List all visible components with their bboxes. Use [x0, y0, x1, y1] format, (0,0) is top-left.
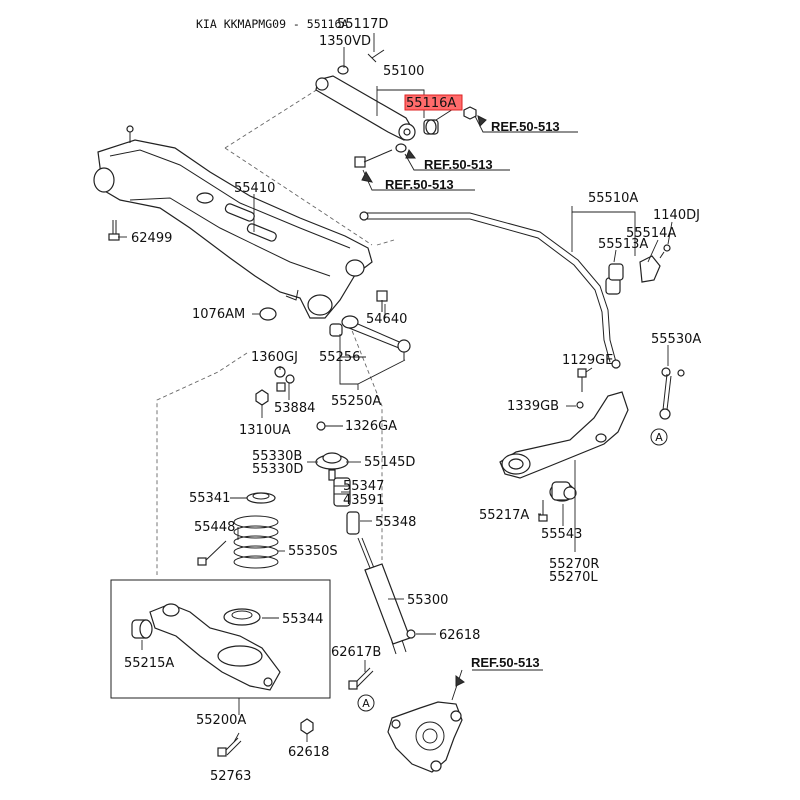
- label-55200a[interactable]: 55200A: [196, 713, 246, 728]
- label-55215a[interactable]: 55215A: [124, 656, 174, 671]
- label-1326ga[interactable]: 1326GA: [345, 419, 397, 434]
- marker-a: A: [655, 431, 663, 444]
- upper-control-arm: [315, 49, 477, 168]
- label-55513a[interactable]: 55513A: [598, 237, 648, 252]
- label-62499[interactable]: 62499: [131, 231, 172, 246]
- label-62618-lower[interactable]: 62618: [288, 745, 329, 760]
- lower-spring-arm: [131, 603, 281, 691]
- label-55270r[interactable]: 55270R: [549, 557, 599, 572]
- label-1310ua[interactable]: 1310UA: [239, 423, 291, 438]
- label-1129ge[interactable]: 1129GE: [562, 353, 613, 368]
- label-55145d[interactable]: 55145D: [364, 455, 415, 470]
- label-54640[interactable]: 54640: [366, 312, 407, 327]
- marker-a-lower: A: [362, 697, 370, 710]
- label-55250a[interactable]: 55250A: [331, 394, 381, 409]
- label-1140dj[interactable]: 1140DJ: [653, 208, 700, 223]
- label-55448[interactable]: 55448: [194, 520, 235, 535]
- label-55256[interactable]: 55256: [319, 350, 360, 365]
- label-55341[interactable]: 55341: [189, 491, 230, 506]
- label-55300[interactable]: 55300: [407, 593, 448, 608]
- label-55117d[interactable]: 55117D: [337, 17, 388, 32]
- assembly-outline-lines: [156, 88, 395, 575]
- label-1076am[interactable]: 1076AM: [192, 307, 245, 322]
- ref-label-2[interactable]: REF.50-513: [424, 157, 493, 172]
- stabilizer-bar: [359, 211, 671, 369]
- diagram-title: KIA KKMAPMG09 - 55116A: [196, 17, 348, 31]
- label-53884[interactable]: 53884: [274, 401, 315, 416]
- label-55350s[interactable]: 55350S: [288, 544, 338, 559]
- label-62618-upper[interactable]: 62618: [439, 628, 480, 643]
- label-1339gb[interactable]: 1339GB: [507, 399, 559, 414]
- label-55100[interactable]: 55100: [383, 64, 424, 79]
- label-55510a[interactable]: 55510A: [588, 191, 638, 206]
- label-55514a[interactable]: 55514A: [626, 226, 676, 241]
- lateral-link: [255, 290, 411, 406]
- bolt-52763: [217, 737, 242, 757]
- coil-spring: [197, 492, 279, 569]
- label-52763[interactable]: 52763: [210, 769, 251, 784]
- marker-a-circle: [650, 428, 668, 446]
- bolt-62617b: [348, 667, 374, 690]
- label-55344[interactable]: 55344: [282, 612, 323, 627]
- ref-label-4[interactable]: REF.50-513: [471, 655, 540, 670]
- label-55270l[interactable]: 55270L: [549, 570, 598, 585]
- part-labels: 55117D 1350VD 55100 55116A REF.50-513 RE…: [124, 17, 701, 784]
- label-55347[interactable]: 55347: [343, 479, 384, 494]
- label-43591[interactable]: 43591: [343, 493, 384, 508]
- highlight-box: [404, 94, 463, 111]
- plug-1076am: [259, 307, 277, 321]
- lower-arm-box: [110, 579, 331, 699]
- label-1350vd[interactable]: 1350VD: [319, 34, 371, 49]
- rear-crossmember: [93, 125, 373, 319]
- label-55410[interactable]: 55410: [234, 181, 275, 196]
- rear-knuckle: [387, 701, 463, 773]
- ref-label-3[interactable]: REF.50-513: [385, 177, 454, 192]
- stabilizer-link: [659, 367, 685, 420]
- label-55543[interactable]: 55543: [541, 527, 582, 542]
- label-55217a[interactable]: 55217A: [479, 508, 529, 523]
- label-62617b[interactable]: 62617B: [331, 645, 381, 660]
- label-55116a[interactable]: 55116A: [406, 96, 456, 111]
- ref-label-1[interactable]: REF.50-513: [491, 119, 560, 134]
- nut-62618: [300, 718, 314, 735]
- lower-control-arm: [499, 368, 629, 522]
- bolt-62499: [108, 220, 120, 241]
- ref-arrows: [361, 115, 487, 687]
- label-55330d[interactable]: 55330D: [252, 462, 303, 477]
- label-1360gj[interactable]: 1360GJ: [251, 350, 298, 365]
- label-55348[interactable]: 55348: [375, 515, 416, 530]
- marker-a-circle-lower: [357, 694, 375, 712]
- label-55530a[interactable]: 55530A: [651, 332, 701, 347]
- label-55330b[interactable]: 55330B: [252, 449, 302, 464]
